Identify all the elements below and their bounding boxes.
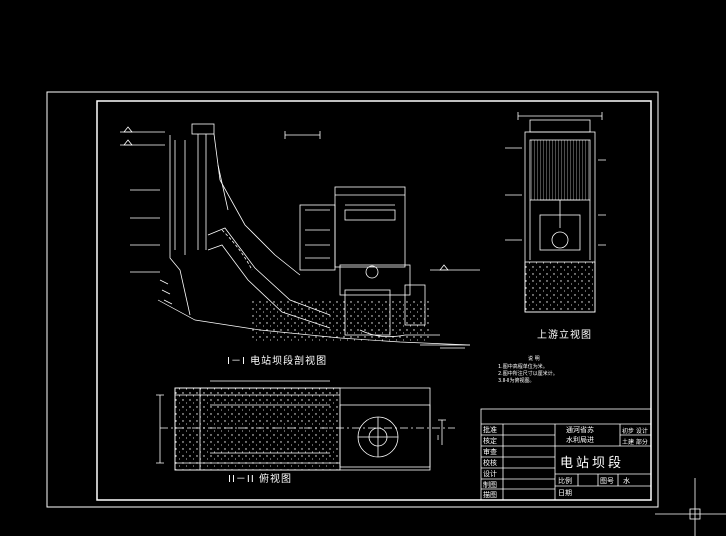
draft-tube bbox=[359, 329, 440, 338]
penstock-bend bbox=[221, 229, 253, 271]
tb-scale-label: 比例 bbox=[558, 477, 572, 485]
plan-spiral-lines bbox=[358, 417, 398, 457]
upstream-view-title: 上游立视图 bbox=[537, 330, 592, 341]
generator-floor bbox=[339, 264, 411, 296]
plan-view-title: II－II 俯视图 bbox=[228, 474, 292, 485]
tb-role-5: 制图 bbox=[483, 481, 497, 489]
plan-section-mark-right bbox=[438, 419, 446, 445]
top-dimension bbox=[284, 131, 321, 139]
dam-inner-line bbox=[174, 140, 229, 255]
tb-role-1: 核定 bbox=[483, 437, 497, 445]
tb-institute-line2: 水利局进 bbox=[566, 436, 594, 444]
title-block-frame bbox=[480, 408, 652, 501]
foundation-fill bbox=[250, 300, 430, 342]
upstream-foundation bbox=[524, 261, 596, 313]
annex-building bbox=[299, 204, 336, 271]
upstream-top-dim bbox=[517, 112, 603, 120]
notes-line-1: 1.图中高程单位为米。 bbox=[498, 364, 548, 370]
upstream-elevation bbox=[505, 112, 606, 313]
section-view-title: I－I 电站坝段剖视图 bbox=[227, 356, 328, 367]
plan-dam-edges bbox=[175, 388, 340, 470]
generator-unit bbox=[365, 265, 379, 279]
powerhouse-roof bbox=[335, 194, 405, 206]
elevation-markers bbox=[120, 126, 165, 273]
notes-line-2: 2.图中所注尺寸以厘米计。 bbox=[498, 371, 558, 377]
tb-discipline-label: 土建 部分 bbox=[622, 439, 648, 446]
dam-gate-slot bbox=[197, 134, 207, 250]
upstream-crest bbox=[529, 119, 591, 133]
turbine-block bbox=[344, 289, 391, 336]
tb-drawing-no-value: 水 bbox=[623, 477, 630, 485]
annex-floors bbox=[305, 209, 330, 259]
powerhouse-crane bbox=[344, 209, 396, 221]
tb-role-0: 批准 bbox=[483, 426, 497, 434]
plan-powerhouse bbox=[339, 404, 431, 468]
upstream-inlet bbox=[551, 231, 569, 249]
drawing-frames bbox=[46, 91, 659, 508]
tb-drawing-title: 电站坝段 bbox=[560, 456, 625, 471]
tailrace-wall bbox=[404, 284, 426, 326]
section-ground-right bbox=[420, 344, 470, 349]
plan-view bbox=[156, 380, 455, 471]
upstream-left-levels bbox=[505, 147, 522, 241]
upstream-trashrack bbox=[529, 139, 591, 201]
tb-institute-line1: 通河省苏 bbox=[566, 426, 594, 434]
plan-intake-hatched bbox=[174, 387, 341, 471]
notes-line-3: 3.Ⅱ-Ⅱ为俯视图。 bbox=[498, 378, 535, 384]
section-cut-left bbox=[159, 279, 173, 305]
cad-crosshair-cursor[interactable] bbox=[655, 478, 726, 536]
plan-left-dim bbox=[156, 394, 164, 464]
upstream-right-ticks bbox=[598, 159, 606, 246]
dam-upstream-face bbox=[169, 135, 191, 316]
tb-role-2: 审查 bbox=[483, 448, 497, 456]
tb-phase-label: 初步 设计 bbox=[622, 428, 648, 435]
section-view-dam bbox=[120, 123, 480, 349]
tailwater-marker bbox=[439, 264, 449, 271]
tb-role-4: 设计 bbox=[483, 470, 497, 478]
dam-downstream-face bbox=[213, 133, 301, 276]
notes-heading: 说 明 bbox=[528, 356, 540, 362]
inner-frame bbox=[96, 100, 652, 501]
dam-crest bbox=[191, 123, 215, 135]
tb-date-label: 日期 bbox=[558, 489, 572, 497]
plan-cut-marker: I bbox=[437, 434, 440, 442]
tb-role-6: 描图 bbox=[483, 491, 497, 499]
tb-role-3: 校核 bbox=[483, 459, 497, 467]
tb-drawing-no-label: 图号 bbox=[600, 477, 614, 485]
outer-frame bbox=[46, 91, 659, 508]
powerhouse-superstructure bbox=[334, 186, 406, 268]
title-block bbox=[480, 408, 652, 501]
